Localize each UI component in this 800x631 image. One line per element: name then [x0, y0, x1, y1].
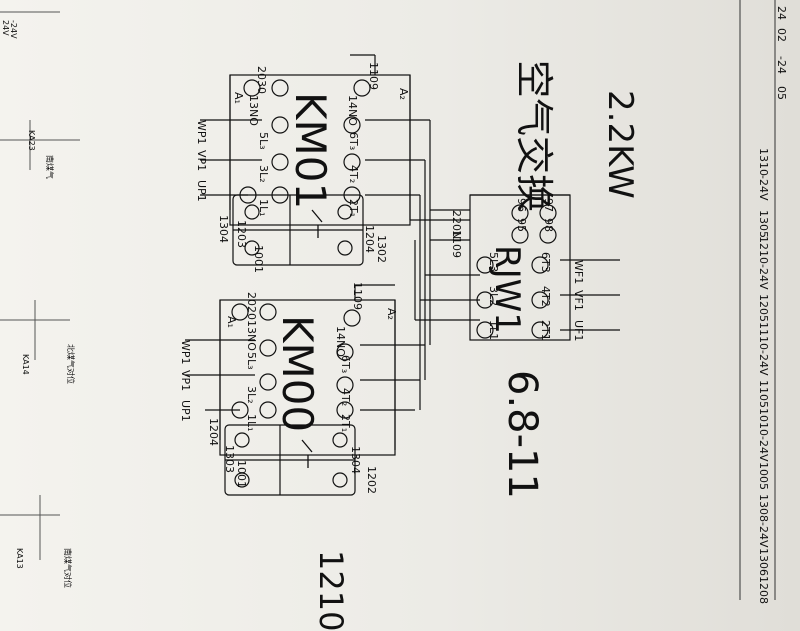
rjw1-2t1: 2T1 — [539, 320, 552, 341]
title-text: 空气交换 — [512, 60, 556, 213]
rjw1-97: 97 — [542, 198, 555, 212]
km00-wp1: WP1 — [179, 340, 192, 365]
km00-1001: 1001 — [235, 460, 248, 488]
km00-5l3: 5L₃ — [245, 352, 258, 370]
km00-top-right: 2020 — [245, 292, 258, 320]
rs-1306: 1306 — [757, 548, 770, 576]
km01-4t2: 4T₂ — [347, 165, 360, 184]
rjw1-uf1: UF1 — [572, 320, 585, 342]
contact-symbols — [301, 209, 323, 468]
km01-5l3: 5L₃ — [257, 132, 270, 150]
rs-m24e: -24V — [757, 436, 770, 462]
km01-1l1: 1L₁ — [257, 199, 270, 217]
rjw1-1l1: 1L1 — [487, 320, 500, 341]
rjw1-1109: 1109 — [450, 230, 463, 258]
km01-top-right: 2030 — [255, 66, 268, 94]
ka14-label: KA14 — [21, 354, 30, 375]
rjw1-terminals — [476, 204, 557, 339]
rjw1-6t3: 6T3 — [539, 252, 552, 273]
km00-14no: 14NO — [334, 326, 347, 357]
rs-05: 05 — [775, 86, 788, 100]
km00-terminals — [231, 303, 361, 488]
rjw1-95: 95 — [515, 218, 528, 232]
rs-m24b: -24V — [757, 175, 770, 201]
km00-up1: UP1 — [179, 400, 192, 422]
rs-02: 02 — [775, 28, 788, 42]
km00-3l2: 3L₂ — [245, 386, 258, 404]
rjw1-4t2: 4T2 — [539, 286, 552, 307]
km00-name: KM00 — [273, 315, 322, 433]
power-rating: 2.2KW — [600, 90, 640, 199]
rs-1110: 1110 — [757, 322, 770, 350]
km01-name: KM01 — [286, 92, 335, 210]
km00-1204: 1204 — [207, 418, 220, 446]
rs-1308: 1308 — [757, 494, 770, 522]
ka23-label: KA23 — [27, 130, 36, 151]
rs-m24d: -24V — [757, 350, 770, 376]
km01-13no: 13NO — [247, 95, 260, 126]
rs-1210: 1210 — [757, 236, 770, 264]
km00-6t3: 6T₃ — [339, 355, 352, 374]
km00-4t2: 4T₂ — [339, 388, 352, 407]
rs-24: 24 — [775, 6, 788, 20]
south-gas-position: 南煤气对位 — [63, 548, 72, 588]
km01-a1: A₁ — [232, 92, 245, 104]
km01-1109: 1109 — [367, 62, 380, 90]
km01-6t3: 6T₃ — [347, 132, 360, 151]
km00-a1: A₁ — [225, 316, 238, 328]
right-strip: 24 02 -24 05 1310 -24V 1305 1210 -24V 12… — [740, 0, 800, 604]
km01-terminals — [239, 79, 371, 256]
km00-vp1: VP1 — [179, 370, 192, 392]
km00-1202: 1202 — [365, 466, 378, 494]
km01-1304: 1304 — [217, 215, 230, 243]
km00-1304: 1304 — [349, 446, 362, 474]
km01-2t1: 2T₁ — [347, 199, 360, 218]
km00-13no: 13NO — [245, 320, 258, 351]
schematic-canvas — [0, 0, 776, 600]
km01-wp1: WP1 — [195, 120, 208, 145]
north-gas-position: 北煤气对位 — [66, 344, 75, 384]
km01-block — [200, 54, 430, 266]
km01-1203: 1203 — [235, 220, 248, 248]
km01-vp1: VP1 — [195, 150, 208, 172]
rs-1105: 1105 — [757, 380, 770, 408]
km01-1001: 1001 — [252, 245, 265, 273]
v24-neg-top: -24V — [9, 20, 18, 39]
rjw1-block — [415, 194, 620, 341]
km00-1l1: 1L₁ — [245, 414, 258, 432]
km00-block — [185, 284, 425, 496]
km00-1109: 1109 — [351, 282, 364, 310]
left-edge-lines — [0, 11, 80, 560]
south-gas: 南煤气 — [45, 155, 54, 179]
km01-1302: 1302 — [375, 235, 388, 263]
rs-m24c: -24V — [757, 264, 770, 290]
rjw1-wf1: WF1 — [572, 260, 585, 285]
rjw1-96: 96 — [515, 198, 528, 212]
rs-1310: 1310 — [757, 148, 770, 176]
rjw1-5l3: 5L3 — [487, 252, 500, 273]
km00-2t1: 2T₁ — [339, 414, 352, 433]
rjw1-3l2: 3L2 — [487, 286, 500, 307]
rs-1205: 1205 — [757, 294, 770, 322]
date-text: 6.8-11 — [499, 370, 545, 499]
rjw1-vf1: VF1 — [572, 290, 585, 311]
km00-a2: A₂ — [385, 308, 398, 320]
bus-wires — [410, 120, 470, 410]
km01-14no: 14NO — [346, 95, 359, 126]
rjw1-98: 98 — [542, 218, 555, 232]
km01-a2: A₂ — [397, 88, 410, 100]
rs-1010: 1010 — [757, 408, 770, 436]
rs-1005: 1005 — [757, 462, 770, 490]
ka13-label: KA13 — [15, 548, 24, 569]
right-strip-lines — [739, 0, 776, 600]
km01-up1: UP1 — [195, 180, 208, 202]
rs-m24f: -24V — [757, 522, 770, 548]
rs-1305: 1305 — [757, 210, 770, 238]
km01-3l2: 3L₂ — [257, 165, 270, 183]
sheet-number: 1210 — [312, 550, 350, 631]
rs-m24a: -24 — [775, 56, 788, 74]
